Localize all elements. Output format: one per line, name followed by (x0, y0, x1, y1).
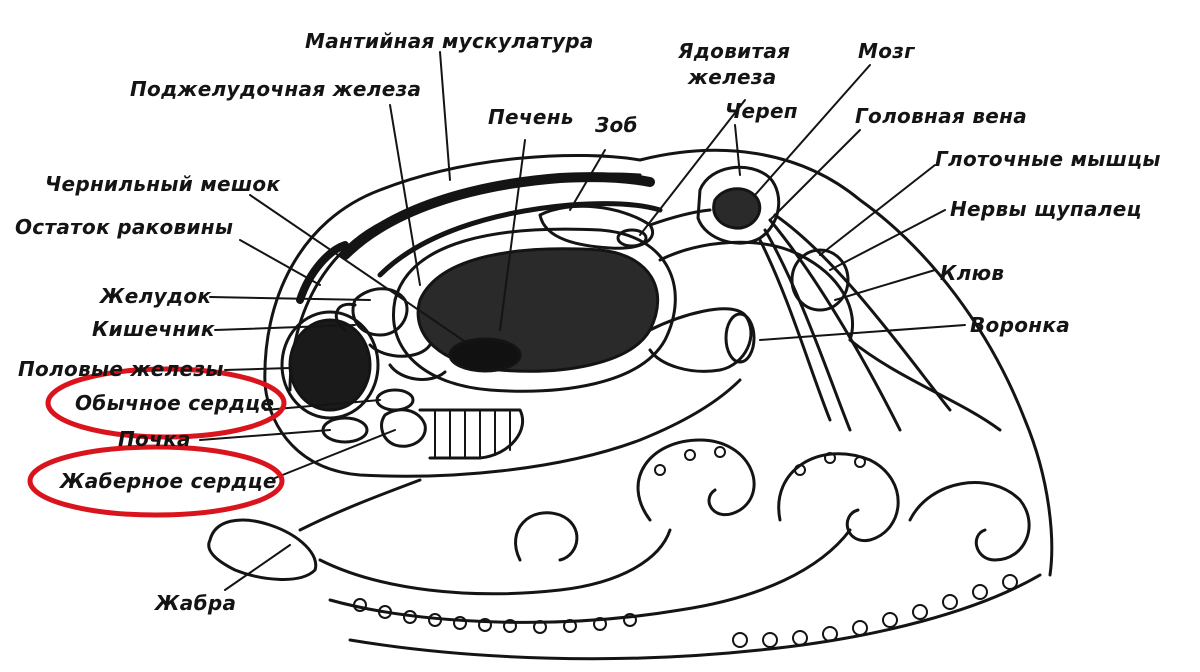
gonad-ring (280, 310, 380, 420)
label-brain: Мозг (858, 39, 915, 63)
label-mantle-muscles: Мантийная мускулатура (305, 29, 594, 53)
leader-lines (199, 51, 966, 591)
intestine-coil (334, 302, 357, 332)
suckers (353, 446, 1018, 648)
label-tentacle-nerves: Нервы щупалец (950, 197, 1142, 221)
arm-2 (328, 528, 852, 624)
gill-comb (418, 408, 525, 460)
label-intestine: Кишечник (92, 317, 215, 341)
tentacle-nerve-2 (763, 228, 852, 432)
ordinary-heart-highlight (45, 366, 287, 440)
label-stomach: Желудок (100, 284, 212, 308)
label-pancreas: Поджелудочная железа (130, 77, 422, 101)
label-skull: Череп (725, 99, 798, 123)
gill-shape (207, 518, 318, 581)
gill-heart-shape (380, 408, 427, 448)
ink-sac-shape (448, 337, 522, 373)
esophagus (648, 208, 712, 227)
brain-shape (712, 187, 762, 230)
crop-shape (538, 204, 654, 250)
liver-capsule (392, 227, 677, 393)
label-liver: Печень (488, 105, 574, 129)
arm-1 (318, 528, 672, 596)
mantle-outline (263, 148, 1054, 577)
label-gill: Жабра (155, 591, 237, 615)
venom-gland-shape (616, 228, 648, 248)
head-outline (658, 240, 855, 342)
tentacle-nerve-3 (758, 238, 832, 422)
label-kidney: Почка (118, 427, 191, 451)
label-venom-gland-line2: железа (688, 65, 777, 89)
label-beak: Клюв (940, 261, 1005, 285)
arm-curl-1 (636, 438, 756, 522)
shell-remnant (296, 241, 349, 304)
label-shell-remnant: Остаток раковины (15, 215, 234, 239)
gonad-shape (288, 318, 372, 412)
funnel-opening (724, 312, 756, 364)
gill-comb-teeth (434, 409, 511, 459)
mantle-muscle-band (340, 172, 655, 260)
gill-heart-highlight (27, 444, 285, 518)
label-ordinary-heart: Обычное сердце (75, 391, 275, 415)
stomach-shape (351, 287, 409, 337)
arm-curl-3 (514, 511, 579, 562)
intestine-coil-3 (388, 363, 447, 381)
intestine-coil-2 (368, 343, 432, 358)
label-crop: Зоб (595, 113, 638, 137)
gill-stalk (298, 478, 422, 532)
arm-3 (348, 573, 1042, 661)
label-venom-gland-line1: Ядовитая (678, 39, 791, 63)
tentacle-nerve-4 (773, 213, 952, 412)
arm-upper (848, 338, 1002, 432)
mantle-lower-edge (263, 378, 742, 478)
ordinary-heart-shape (375, 388, 415, 412)
funnel-shape (648, 307, 753, 373)
label-ink-sac: Чернильный мешок (45, 172, 281, 196)
label-funnel: Воронка (970, 313, 1071, 337)
label-gill-heart: Жаберное сердце (60, 469, 277, 493)
arm-curl-4 (908, 481, 1031, 562)
label-head-vein: Головная вена (855, 104, 1028, 128)
label-pharynx-muscles: Глоточные мышцы (935, 147, 1161, 171)
tentacle-nerve-1 (768, 218, 902, 432)
arm-curl-2 (777, 452, 900, 542)
mantle-muscle-band-inner (377, 201, 663, 278)
label-gonad: Половые железы (18, 357, 224, 381)
